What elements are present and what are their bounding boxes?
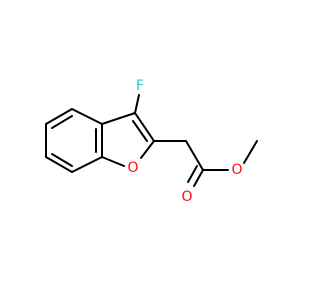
bond-carbonyl-o-b <box>187 165 198 183</box>
bond-c2-o1 <box>140 140 155 159</box>
bond-c3a-c3 <box>101 112 136 125</box>
benzene-ring <box>45 108 103 173</box>
bond-c7-c7a <box>71 156 103 173</box>
bond-o1-c7a <box>101 156 125 167</box>
ester-side-chain <box>153 140 258 187</box>
furan-ring <box>101 112 155 167</box>
ring-oxygen-label: O <box>127 160 138 176</box>
bond-carbonyl-o-a <box>193 169 204 187</box>
bond-c3-c2-inner <box>132 120 148 142</box>
bond-c3a-c4 <box>71 108 103 125</box>
structure-canvas: F O O O <box>45 78 258 205</box>
bond-c3-c2 <box>134 112 155 142</box>
fluorine-label: F <box>136 78 144 94</box>
carbonyl-oxygen-label: O <box>181 189 192 205</box>
bond-c3-f <box>134 94 140 114</box>
ester-oxygen-label: O <box>231 162 242 178</box>
bond-c6-c7 <box>45 156 73 173</box>
bond-ester-o-methyl <box>243 140 258 164</box>
bond-c4-c5-inner <box>51 115 73 129</box>
bond-c4-c5 <box>45 108 73 125</box>
bond-c6-c7-inner <box>51 153 73 167</box>
bond-ch2-carbonyl <box>185 140 204 171</box>
